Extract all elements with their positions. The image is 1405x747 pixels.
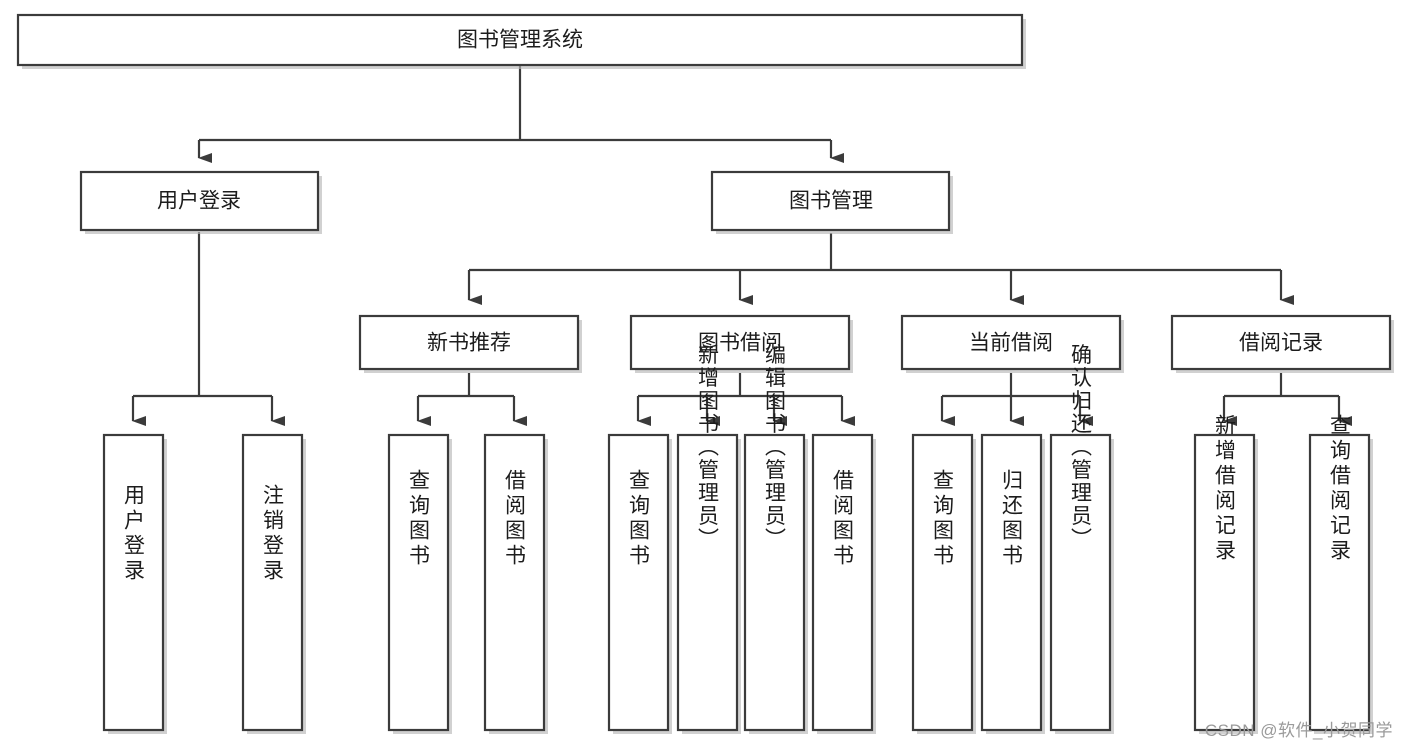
connector-group-records-to-leaves bbox=[1222, 373, 1352, 426]
node-book-borrowing-label: 图书借阅 bbox=[698, 332, 782, 355]
node-root-book-management-system[interactable]: 图书管理系统 bbox=[16, 13, 1026, 69]
node-leaf-records-query-label: 查询借阅记录 bbox=[1328, 414, 1352, 564]
node-leaf-newbooks-query-label: 查询图书 bbox=[407, 469, 431, 569]
node-leaf-newbooks-borrow-label: 借阅图书 bbox=[503, 469, 527, 569]
node-current-borrowing-label: 当前借阅 bbox=[969, 332, 1053, 355]
node-leaf-borrow-query[interactable]: 查询图书 bbox=[607, 433, 672, 734]
node-leaf-current-return-label: 归还图书 bbox=[1000, 469, 1024, 569]
node-leaf-current-confirm-return[interactable]: 确认归还（管理员） bbox=[1049, 344, 1114, 735]
node-leaf-newbooks-borrow[interactable]: 借阅图书 bbox=[483, 433, 548, 734]
node-user-login[interactable]: 用户登录 bbox=[79, 170, 322, 234]
node-leaf-borrow-add-book-label: 新增图书（管理员） bbox=[696, 344, 720, 551]
node-borrow-records-label: 借阅记录 bbox=[1239, 332, 1323, 355]
connector-group-bookmgmt-to-level2 bbox=[467, 233, 1294, 305]
node-leaf-user-login-signin[interactable]: 用户登录 bbox=[102, 433, 167, 734]
connector-group-current-to-leaves bbox=[940, 373, 1093, 426]
node-leaf-newbooks-query[interactable]: 查询图书 bbox=[387, 433, 452, 734]
node-book-management[interactable]: 图书管理 bbox=[710, 170, 953, 234]
node-leaf-records-add[interactable]: 新增借阅记录 bbox=[1193, 414, 1258, 734]
node-new-book-recommendation-label: 新书推荐 bbox=[427, 332, 511, 355]
node-leaf-user-login-signin-label: 用户登录 bbox=[122, 484, 146, 584]
connector-group-root-to-level1 bbox=[197, 65, 844, 163]
node-user-login-label: 用户登录 bbox=[157, 190, 241, 213]
node-borrow-records[interactable]: 借阅记录 bbox=[1170, 314, 1394, 373]
node-leaf-user-login-signout-label: 注销登录 bbox=[261, 484, 285, 584]
node-new-book-recommendation[interactable]: 新书推荐 bbox=[358, 314, 582, 373]
node-leaf-records-add-label: 新增借阅记录 bbox=[1213, 414, 1237, 564]
node-leaf-borrow-borrow-book-label: 借阅图书 bbox=[831, 469, 855, 569]
node-leaf-borrow-add-book[interactable]: 新增图书（管理员） bbox=[676, 344, 741, 735]
node-leaf-user-login-signout[interactable]: 注销登录 bbox=[241, 433, 306, 734]
connector-group-userlogin-to-leaves bbox=[131, 232, 285, 426]
node-current-borrowing[interactable]: 当前借阅 bbox=[900, 314, 1124, 373]
node-leaf-records-query[interactable]: 查询借阅记录 bbox=[1308, 414, 1373, 734]
node-leaf-borrow-edit-book-label: 编辑图书（管理员） bbox=[763, 344, 787, 551]
node-leaf-borrow-edit-book[interactable]: 编辑图书（管理员） bbox=[743, 344, 808, 735]
node-leaf-borrow-borrow-book[interactable]: 借阅图书 bbox=[811, 433, 876, 734]
node-leaf-current-query-label: 查询图书 bbox=[931, 469, 955, 569]
csdn-watermark: CSDN @软件_小贺同学 bbox=[1204, 721, 1393, 740]
node-leaf-current-confirm-return-label: 确认归还（管理员） bbox=[1069, 344, 1093, 551]
node-book-management-label: 图书管理 bbox=[789, 190, 873, 213]
connector-group-newbooks-to-leaves bbox=[416, 373, 527, 426]
node-leaf-current-return[interactable]: 归还图书 bbox=[980, 433, 1045, 734]
node-leaf-borrow-query-label: 查询图书 bbox=[627, 469, 651, 569]
node-book-borrowing[interactable]: 图书借阅 bbox=[629, 314, 853, 373]
node-leaf-current-query[interactable]: 查询图书 bbox=[911, 433, 976, 734]
node-root-label: 图书管理系统 bbox=[457, 29, 583, 52]
connector-group-borrow-to-leaves bbox=[636, 373, 855, 426]
